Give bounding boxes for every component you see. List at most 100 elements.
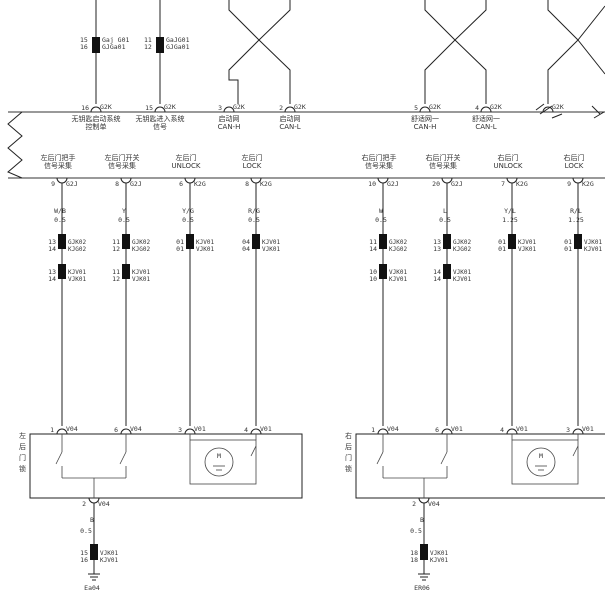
bus-top-pin-label: 无钥匙启动系统控制单 bbox=[72, 114, 121, 131]
inline-connector-upper bbox=[186, 234, 194, 249]
door-lock-housing bbox=[355, 433, 605, 499]
door-lock-title: 左后门锁 bbox=[19, 431, 26, 473]
door-lock-switches bbox=[376, 434, 448, 498]
bus-top-pin-code: G2K bbox=[233, 103, 245, 111]
wire-color: L bbox=[443, 207, 447, 215]
inline-connector-upper bbox=[508, 234, 516, 249]
controller-break-zigzag bbox=[7, 111, 23, 179]
ground-wire-gauge: 0.5 bbox=[80, 527, 92, 535]
bus-bottom-pin-number: 8 bbox=[245, 180, 249, 188]
bus-bottom-pin-number: 10 bbox=[368, 180, 376, 188]
inline-connector-lower bbox=[122, 264, 130, 279]
door-lock-housing bbox=[29, 433, 303, 499]
bus-bottom-pin-label: 右后门把手信号采集 bbox=[362, 153, 397, 170]
ground-wire-color: B bbox=[420, 516, 424, 524]
bus-top-pin-code: G2K bbox=[100, 103, 112, 111]
inline-connector-lower bbox=[58, 264, 66, 279]
wire-color: W bbox=[379, 207, 383, 215]
wire-color: R/L bbox=[570, 207, 582, 215]
bus-bottom-pin-number: 7 bbox=[501, 180, 505, 188]
bus-top-pin-code: G2K bbox=[490, 103, 502, 111]
wire-color: Y/G bbox=[182, 207, 194, 215]
bus-bottom-pin-label: 左后门开关信号采集 bbox=[105, 153, 140, 170]
wire-gauge: 0.5 bbox=[118, 216, 130, 224]
wire-gauge: 0.5 bbox=[375, 216, 387, 224]
door-lock-pin-code: V01 bbox=[194, 425, 206, 433]
bus-top-pin-number: 15 bbox=[145, 104, 153, 112]
inline-connector-upper bbox=[574, 234, 582, 249]
door-lock-pin-number: 1 bbox=[50, 426, 54, 434]
bus-top-pin-number: 16 bbox=[81, 104, 89, 112]
bus-top-pin-code: G2K bbox=[429, 103, 441, 111]
door-lock-switches bbox=[55, 434, 127, 498]
bus-top-pin-code: G2K bbox=[164, 103, 176, 111]
ground-point-label: Ea04 bbox=[84, 584, 100, 592]
door-lock-pin-number: 4 bbox=[244, 426, 248, 434]
bus-bottom-pin-code: K2G bbox=[516, 180, 528, 188]
can-twisted-pair-1 bbox=[228, 0, 291, 104]
bus-top-pin-number: 3 bbox=[218, 104, 222, 112]
inline-connector-upper bbox=[379, 234, 387, 249]
bus-bottom-pin-code: G2J bbox=[451, 180, 463, 188]
door-lock-pin-number: 1 bbox=[371, 426, 375, 434]
bus-bottom-pin-number: 9 bbox=[567, 180, 571, 188]
door-lock-pin-code: V01 bbox=[516, 425, 528, 433]
motor-icon bbox=[204, 447, 234, 477]
ground-pin-code: V04 bbox=[428, 500, 440, 508]
door-lock-pin-number: 6 bbox=[114, 426, 118, 434]
bus-bottom-pin-label: 右后门开关信号采集 bbox=[426, 153, 461, 170]
bus-bottom-pin-label: 左后门把手信号采集 bbox=[41, 153, 76, 170]
ground-wire-gauge: 0.5 bbox=[410, 527, 422, 535]
wire-gauge: 0.5 bbox=[439, 216, 451, 224]
wire-gauge: 0.5 bbox=[54, 216, 66, 224]
bus-bottom-pin-code: K2G bbox=[194, 180, 206, 188]
bus-bottom-pin-code: G2J bbox=[130, 180, 142, 188]
bus-top-pin-7: G2K bbox=[542, 103, 564, 113]
